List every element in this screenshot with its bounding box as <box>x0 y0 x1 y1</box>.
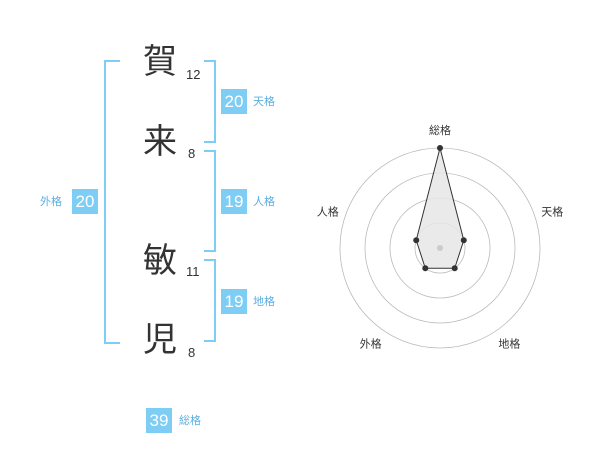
jinkaku-value: 19 <box>221 189 247 214</box>
gaikaku-value: 20 <box>72 189 98 214</box>
stroke-count-3: 11 <box>186 264 200 279</box>
tenkaku-label: 天格 <box>253 95 275 108</box>
chikaku-label: 地格 <box>253 295 275 308</box>
radar-axis-label-5: 人格 <box>317 205 339 219</box>
stroke-count-4: 8 <box>188 345 196 360</box>
radar-axis-label-2: 天格 <box>541 205 563 219</box>
gaikaku-label: 外格 <box>40 195 62 208</box>
chikaku-bracket <box>204 259 216 342</box>
name-char-1: 賀 <box>143 42 177 82</box>
name-char-2: 来 <box>143 122 177 162</box>
tenkaku-value: 20 <box>221 89 247 114</box>
radar-point-4 <box>422 265 429 272</box>
stroke-count-1: 12 <box>186 67 201 82</box>
radar-point-5 <box>413 237 420 244</box>
radar-center-dot <box>437 245 443 251</box>
radar-axis-label-1: 総格 <box>429 123 451 137</box>
stroke-count-2: 8 <box>188 146 196 161</box>
gaikaku-bracket <box>104 60 120 344</box>
radar-axis-label-4: 外格 <box>360 336 382 350</box>
soukaku-value: 39 <box>146 408 172 433</box>
radar-point-3 <box>451 265 458 272</box>
jinkaku-bracket <box>204 150 216 252</box>
radar-point-1 <box>437 145 443 151</box>
radar-area <box>415 147 465 269</box>
radar-axis-label-3: 地格 <box>498 336 520 350</box>
name-char-4: 児 <box>143 320 177 360</box>
name-char-3: 敏 <box>143 241 177 281</box>
soukaku-label: 総格 <box>179 414 201 427</box>
chikaku-value: 19 <box>221 289 247 314</box>
tenkaku-bracket <box>204 60 216 143</box>
jinkaku-label: 人格 <box>253 195 275 208</box>
radar-point-2 <box>460 237 467 244</box>
